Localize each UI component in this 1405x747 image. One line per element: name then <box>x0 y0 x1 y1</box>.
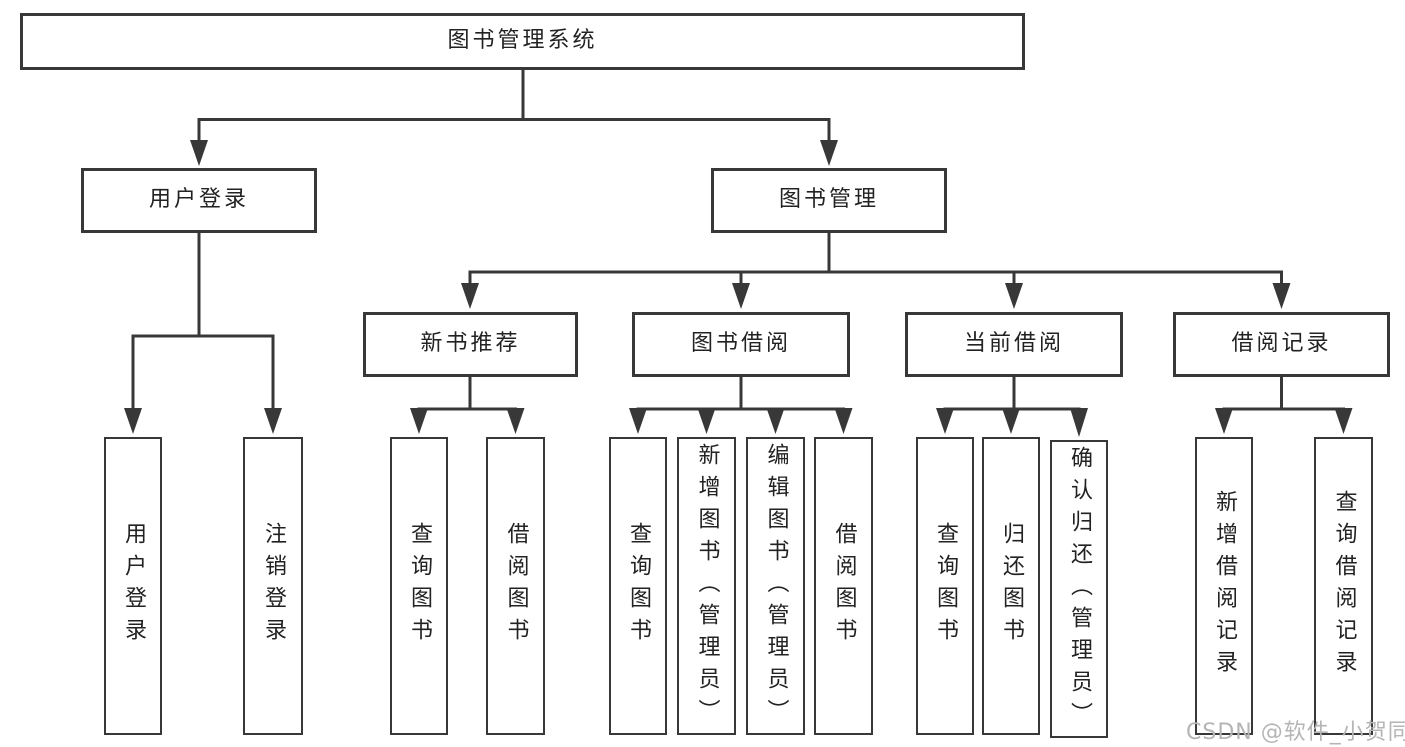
connector-borrow-records-to-leaves <box>1215 376 1353 434</box>
arrowhead-icon <box>1070 408 1088 437</box>
leaf-bb-add-books-admin: 新增图书（管理员） <box>677 437 736 735</box>
node-new-book-recommend: 新书推荐 <box>363 312 578 377</box>
leaf-logout: 注销登录 <box>243 437 303 735</box>
arrowhead-icon <box>264 408 282 434</box>
arrowhead-icon <box>834 408 853 434</box>
leaf-cb-return-books: 归还图书 <box>982 437 1040 735</box>
leaf-cb-query-books: 查询图书 <box>916 437 974 735</box>
arrowhead-icon <box>820 140 838 166</box>
arrowhead-icon <box>629 408 647 434</box>
arrowhead-icon <box>936 408 954 434</box>
connector-book-borrow-to-leaves <box>629 376 853 434</box>
leaf-user-login: 用户登录 <box>104 437 162 735</box>
arrowhead-icon <box>1334 408 1353 434</box>
arrowhead-icon <box>506 408 525 434</box>
leaf-bb-edit-books-admin: 编辑图书（管理员） <box>746 437 805 735</box>
connector-current-borrow-to-leaves <box>936 376 1088 437</box>
arrowhead-icon <box>1215 408 1233 434</box>
arrowhead-icon <box>697 408 716 434</box>
arrowhead-icon <box>1005 283 1023 309</box>
arrowhead-icon <box>461 283 479 309</box>
node-book-borrow: 图书借阅 <box>632 312 850 377</box>
leaf-nb-query-books: 查询图书 <box>390 437 448 735</box>
node-borrow-records: 借阅记录 <box>1173 312 1390 377</box>
leaf-br-add-record: 新增借阅记录 <box>1195 437 1253 735</box>
arrowhead-icon <box>1272 283 1291 309</box>
connector-user-login-to-leaves <box>124 232 282 434</box>
connector-new-book-recommend-to-leaves <box>410 376 525 434</box>
connector-book-management-to-level3 <box>461 232 1291 309</box>
leaf-cb-confirm-return-admin: 确认归还（管理员） <box>1050 440 1108 738</box>
leaf-br-query-record: 查询借阅记录 <box>1314 437 1373 735</box>
arrowhead-icon <box>410 408 428 434</box>
arrowhead-icon <box>1002 408 1020 434</box>
node-root: 图书管理系统 <box>20 13 1025 70</box>
node-user-login: 用户登录 <box>81 168 317 233</box>
leaf-nb-borrow-books: 借阅图书 <box>486 437 545 735</box>
arrowhead-icon <box>190 140 208 166</box>
arrowhead-icon <box>732 283 750 309</box>
arrowhead-icon <box>124 408 142 434</box>
leaf-bb-query-books: 查询图书 <box>609 437 667 735</box>
node-current-borrow: 当前借阅 <box>905 312 1123 377</box>
leaf-bb-borrow-books: 借阅图书 <box>814 437 873 735</box>
connector-root-to-level2 <box>190 70 838 166</box>
node-book-management: 图书管理 <box>711 168 947 233</box>
watermark: CSDN @软件_小贺同学 <box>1186 720 1405 745</box>
arrowhead-icon <box>766 408 785 434</box>
